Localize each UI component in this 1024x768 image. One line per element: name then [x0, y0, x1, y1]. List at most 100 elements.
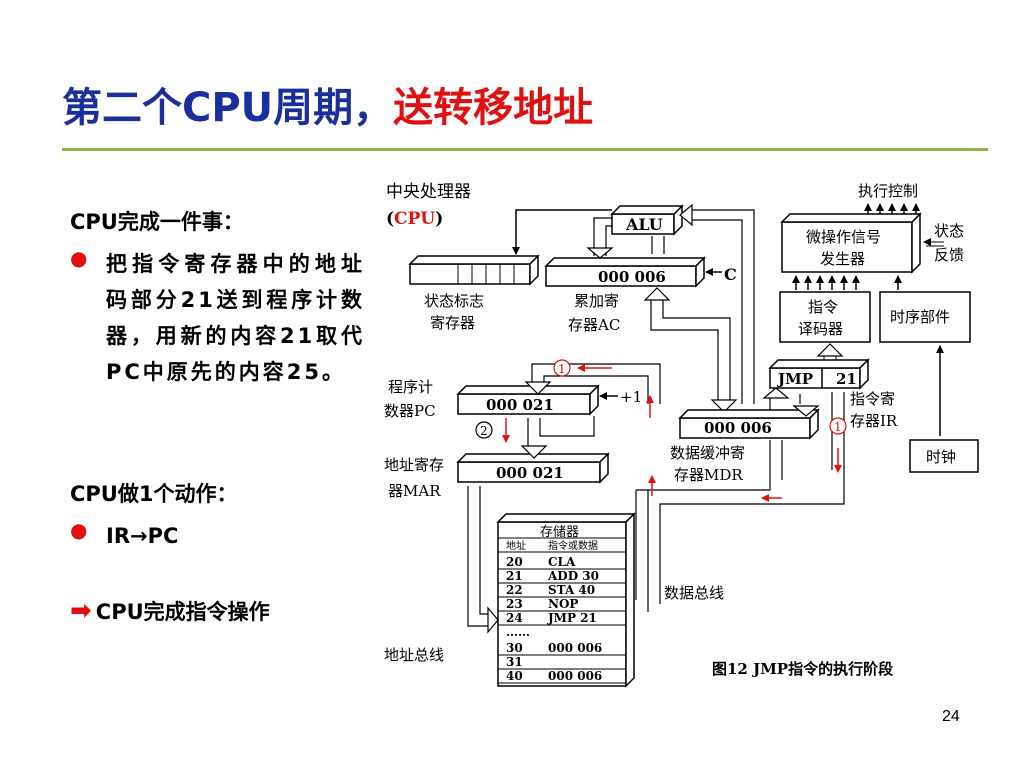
step-1-label: 1	[834, 420, 842, 434]
memory-row-data: CLA	[548, 555, 576, 569]
mar-label-1: 地址寄存	[384, 456, 444, 474]
memory-row: 20 CLA	[498, 555, 626, 570]
step-1-label: 1	[558, 362, 566, 376]
bullet-dot-icon: ●	[70, 518, 88, 542]
status-feedback-2: 反馈	[934, 246, 964, 264]
ac-label-2: 存器AC	[568, 316, 620, 334]
memory-row-address: ……	[506, 625, 530, 639]
status-reg-label-2: 寄存器	[430, 314, 475, 332]
memory-row-data: 000 006	[548, 669, 602, 683]
bullet-dot-icon: ●	[70, 246, 88, 270]
clock-label: 时钟	[926, 448, 956, 466]
exec-control-label: 执行控制	[858, 182, 918, 200]
memory-row-address: 30	[506, 641, 523, 655]
step-2-marker: 2	[475, 421, 493, 439]
ir-opcode: JMP	[776, 370, 813, 388]
instruction-decoder: 指令 译码器	[779, 291, 871, 343]
status-flag-register	[408, 254, 540, 286]
alu-label: ALU	[625, 215, 663, 234]
heading-cpu-actions: CPU做1个动作：	[70, 482, 238, 506]
memory-row-address: 31	[506, 655, 523, 669]
decoder-label-1: 指令	[808, 298, 838, 316]
slide-title: 第二个CPU周期，送转移地址	[62, 82, 593, 134]
step-1-marker-ir: 1	[829, 417, 847, 435]
memory-row-address: 20	[506, 555, 523, 569]
memory-unit: 存储器 地址 指令或数据	[496, 512, 636, 688]
program-counter: 000 021	[456, 384, 600, 416]
status-feedback-1: 状态	[934, 222, 964, 240]
memory-row: 22 STA 40	[498, 583, 626, 598]
mdr-label-2: 存器MDR	[674, 466, 743, 484]
memory-row: 24 JMP 21	[498, 611, 626, 626]
memory-row: 40 000 006	[498, 669, 626, 684]
step-2-label: 2	[480, 424, 488, 438]
title-underline	[62, 148, 988, 151]
memory-header-data: 指令或数据	[548, 539, 598, 552]
bullet-text-1: 把指令寄存器中的地址码部分21送到程序计数器，用新的内容21取代PC中原先的内容…	[106, 252, 365, 384]
cpu-label: 中央处理器	[386, 182, 471, 202]
page-number: 24	[942, 708, 960, 725]
mdr-label-1: 数据缓冲寄	[670, 444, 745, 462]
timing-unit: 时序部件	[879, 291, 971, 343]
ir-label-2: 存器IR	[850, 412, 898, 430]
memory-row: 21 ADD 30	[498, 569, 626, 584]
memory-row-address: 21	[506, 569, 523, 583]
mar-label-2: 器MAR	[388, 482, 441, 500]
memory-title: 存储器	[540, 525, 579, 540]
title-red-part: 送转移地址	[393, 85, 594, 131]
bullet-item-2: ● IR→PC	[70, 518, 365, 554]
memory-row-address: 40	[506, 669, 523, 683]
carry-label: C	[724, 265, 737, 284]
decoder-label-2: 译码器	[798, 320, 843, 338]
step-1-marker-top: 1	[553, 359, 571, 377]
memory-rows: 20 CLA 21 ADD 30 22 STA 40 23 NOP 24 JMP 21 …… 30 00…	[498, 555, 626, 684]
memory-row-address: 24	[506, 611, 523, 625]
right-arrow-icon: ➡	[70, 596, 92, 626]
heading-cpu-task: CPU完成一件事：	[70, 210, 244, 234]
micro-op-label-2: 发生器	[820, 250, 865, 268]
memory-row-data: JMP 21	[547, 611, 597, 625]
status-reg-label-1: 状态标志	[424, 292, 484, 310]
pc-label-1: 程序计	[388, 378, 433, 396]
memory-row-address: 23	[506, 597, 523, 611]
micro-op-generator: 微操作信号 发生器	[780, 212, 922, 274]
ac-label-1: 累加寄	[574, 292, 619, 310]
mar-register: 000 021	[456, 452, 610, 484]
increment-label: +1	[620, 388, 642, 406]
clock-unit: 时钟	[909, 439, 979, 473]
micro-op-label-1: 微操作信号	[806, 228, 881, 246]
conclusion-text: CPU完成指令操作	[95, 600, 270, 624]
memory-row: 30 000 006	[498, 641, 626, 656]
decoder-to-microop-arrows	[792, 275, 902, 290]
memory-row-data: NOP	[548, 597, 578, 611]
pc-label-2: 数器PC	[384, 402, 436, 420]
timing-label: 时序部件	[890, 308, 950, 326]
cpu-abbr-label: (CPU)	[386, 209, 443, 229]
memory-row-data: STA 40	[548, 583, 595, 597]
data-bus-label: 数据总线	[664, 584, 724, 602]
memory-row-data: 000 006	[548, 641, 602, 655]
mdr-value: 000 006	[704, 419, 772, 437]
memory-row: 23 NOP	[498, 597, 626, 612]
bullet-text-2: IR→PC	[106, 524, 179, 548]
memory-row-address: 22	[506, 583, 523, 597]
address-bus-label: 地址总线	[384, 646, 444, 664]
pc-value: 000 021	[486, 396, 554, 414]
memory-row: ……	[506, 625, 530, 639]
instruction-register: JMP 21	[768, 358, 870, 390]
alu-block: ALU	[610, 204, 684, 236]
memory-header-addr: 地址	[506, 539, 526, 552]
memory-row: 31	[498, 655, 626, 670]
ac-register: 000 006	[544, 256, 706, 288]
mdr-register: 000 006	[678, 408, 820, 440]
bullet-item-1: ● 把指令寄存器中的地址码部分21送到程序计数器，用新的内容21取代PC中原先的…	[70, 246, 365, 426]
mar-value: 000 021	[496, 464, 564, 482]
ir-address: 21	[836, 370, 857, 388]
conclusion-line: ➡CPU完成指令操作	[70, 596, 270, 626]
ir-label-1: 指令寄	[850, 390, 895, 408]
title-blue-part: 第二个CPU周期，	[62, 85, 394, 131]
ac-value: 000 006	[598, 268, 666, 286]
figure-caption: 图12 JMP指令的执行阶段	[712, 660, 893, 678]
memory-row-data: ADD 30	[547, 569, 599, 583]
